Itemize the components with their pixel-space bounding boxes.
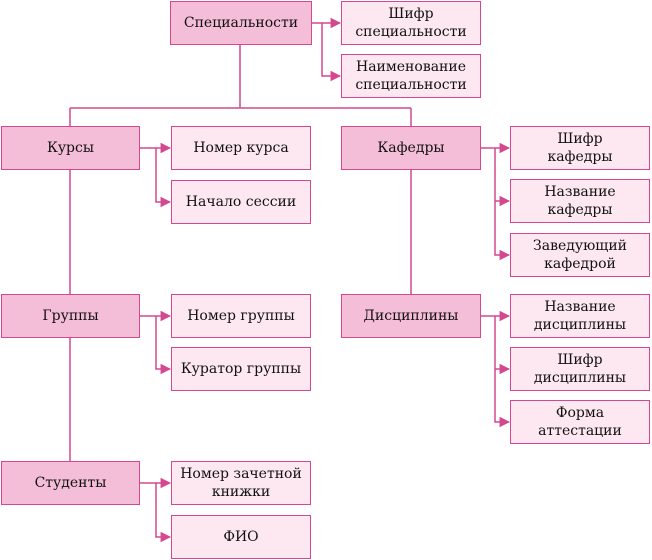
- entity-departments: Кафедры: [341, 126, 481, 170]
- attr-discipline-code: Шифр дисциплины: [510, 347, 650, 391]
- link-departments-name: [494, 148, 511, 207]
- attr-discipline-code-label: Шифр дисциплины: [533, 352, 627, 386]
- attr-session-start-label: Начало сессии: [185, 194, 297, 210]
- attr-department-name: Название кафедры: [510, 179, 650, 223]
- attr-group-curator-label: Куратор группы: [180, 361, 302, 377]
- entity-specialties-label: Специальности: [183, 15, 299, 31]
- attr-course-number-label: Номер курса: [193, 140, 289, 156]
- link-disciplines-attestation: [494, 369, 511, 428]
- attr-full-name: ФИО: [171, 515, 311, 559]
- attr-group-number: Номер группы: [171, 294, 311, 338]
- entity-departments-label: Кафедры: [377, 140, 445, 156]
- attr-department-name-label: Название кафедры: [544, 184, 616, 218]
- entity-disciplines: Дисциплины: [341, 294, 481, 338]
- attr-full-name-label: ФИО: [223, 529, 259, 545]
- attr-department-head: Заведующий кафедрой: [510, 233, 650, 277]
- entity-students: Студенты: [1, 461, 140, 505]
- entity-disciplines-label: Дисциплины: [363, 308, 459, 324]
- attr-discipline-name: Название дисциплины: [510, 294, 650, 338]
- attr-attestation-form: Форма аттестации: [510, 400, 650, 444]
- entity-specialties: Специальности: [170, 1, 312, 45]
- link-students-fullname: [155, 483, 172, 543]
- attr-record-book-number-label: Номер зачетной книжки: [180, 466, 302, 500]
- attr-specialty-name-label: Наименование специальности: [355, 59, 467, 93]
- link-groups-curator: [155, 316, 172, 375]
- link-disciplines-code: [494, 316, 511, 375]
- link-specialties-name: [321, 23, 342, 82]
- entity-courses-label: Курсы: [46, 140, 95, 156]
- attr-specialty-code: Шифр специальности: [341, 1, 481, 45]
- attr-department-code: Шифр кафедры: [510, 126, 650, 170]
- attr-course-number: Номер курса: [171, 126, 311, 170]
- attr-department-code-label: Шифр кафедры: [547, 131, 613, 165]
- link-courses-session: [155, 148, 172, 208]
- attr-department-head-label: Заведующий кафедрой: [533, 238, 627, 272]
- attr-group-curator: Куратор группы: [171, 347, 311, 391]
- entity-courses: Курсы: [1, 126, 140, 170]
- attr-specialty-name: Наименование специальности: [341, 54, 481, 98]
- attr-discipline-name-label: Название дисциплины: [533, 299, 627, 333]
- entity-students-label: Студенты: [34, 475, 107, 491]
- attr-specialty-code-label: Шифр специальности: [355, 6, 467, 40]
- entity-groups: Группы: [1, 294, 140, 338]
- entity-groups-label: Группы: [42, 308, 99, 324]
- link-departments-head: [494, 201, 511, 261]
- attr-attestation-form-label: Форма аттестации: [538, 405, 622, 439]
- attr-session-start: Начало сессии: [171, 180, 311, 224]
- attr-group-number-label: Номер группы: [187, 308, 295, 324]
- attr-record-book-number: Номер зачетной книжки: [171, 461, 311, 505]
